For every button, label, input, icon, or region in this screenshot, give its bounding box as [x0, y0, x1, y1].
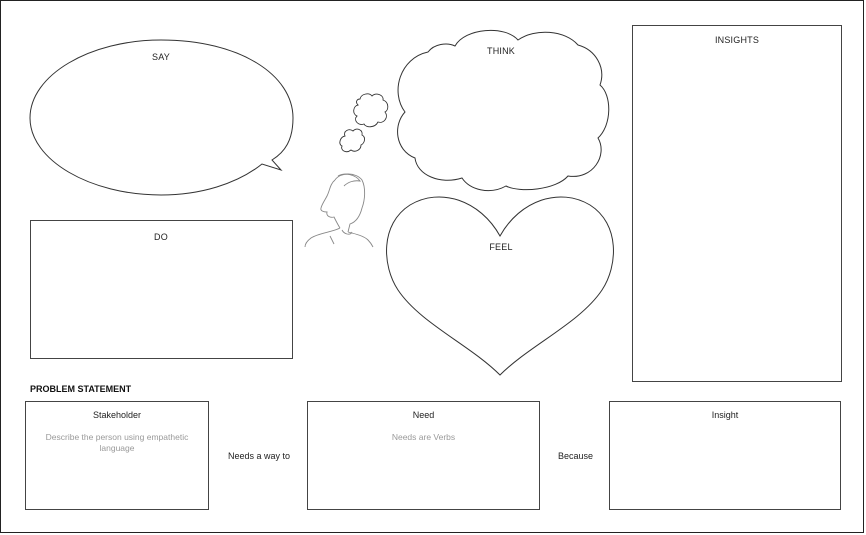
need-box[interactable]: Need Needs are Verbs [307, 401, 540, 510]
need-hint: Needs are Verbs [391, 432, 456, 442]
connector-needs-a-way-to: Needs a way to [228, 451, 291, 461]
thought-bubble-medium-icon [353, 93, 389, 128]
insight-title: Insight [711, 410, 739, 420]
thought-bubble-small-icon [339, 128, 365, 153]
say-label: SAY [152, 52, 170, 62]
thought-cloud-icon[interactable] [397, 29, 610, 192]
heart-icon[interactable] [386, 196, 614, 376]
stakeholder-box[interactable]: Stakeholder Describe the person using em… [25, 401, 209, 510]
stakeholder-hint: Describe the person using empathetic lan… [45, 432, 189, 453]
speech-bubble-icon[interactable] [29, 39, 294, 196]
problem-statement-title: PROBLEM STATEMENT [30, 384, 132, 394]
do-label: DO [154, 232, 168, 242]
insights-box[interactable] [632, 25, 842, 382]
feel-label: FEEL [489, 242, 513, 252]
insight-box[interactable]: Insight [609, 401, 841, 510]
need-title: Need [412, 410, 435, 420]
connector-because: Because [558, 451, 594, 461]
insights-label: INSIGHTS [714, 35, 760, 45]
person-icon [304, 173, 374, 248]
think-label: THINK [487, 46, 515, 56]
stakeholder-title: Stakeholder [92, 410, 142, 420]
do-box[interactable] [30, 220, 293, 359]
